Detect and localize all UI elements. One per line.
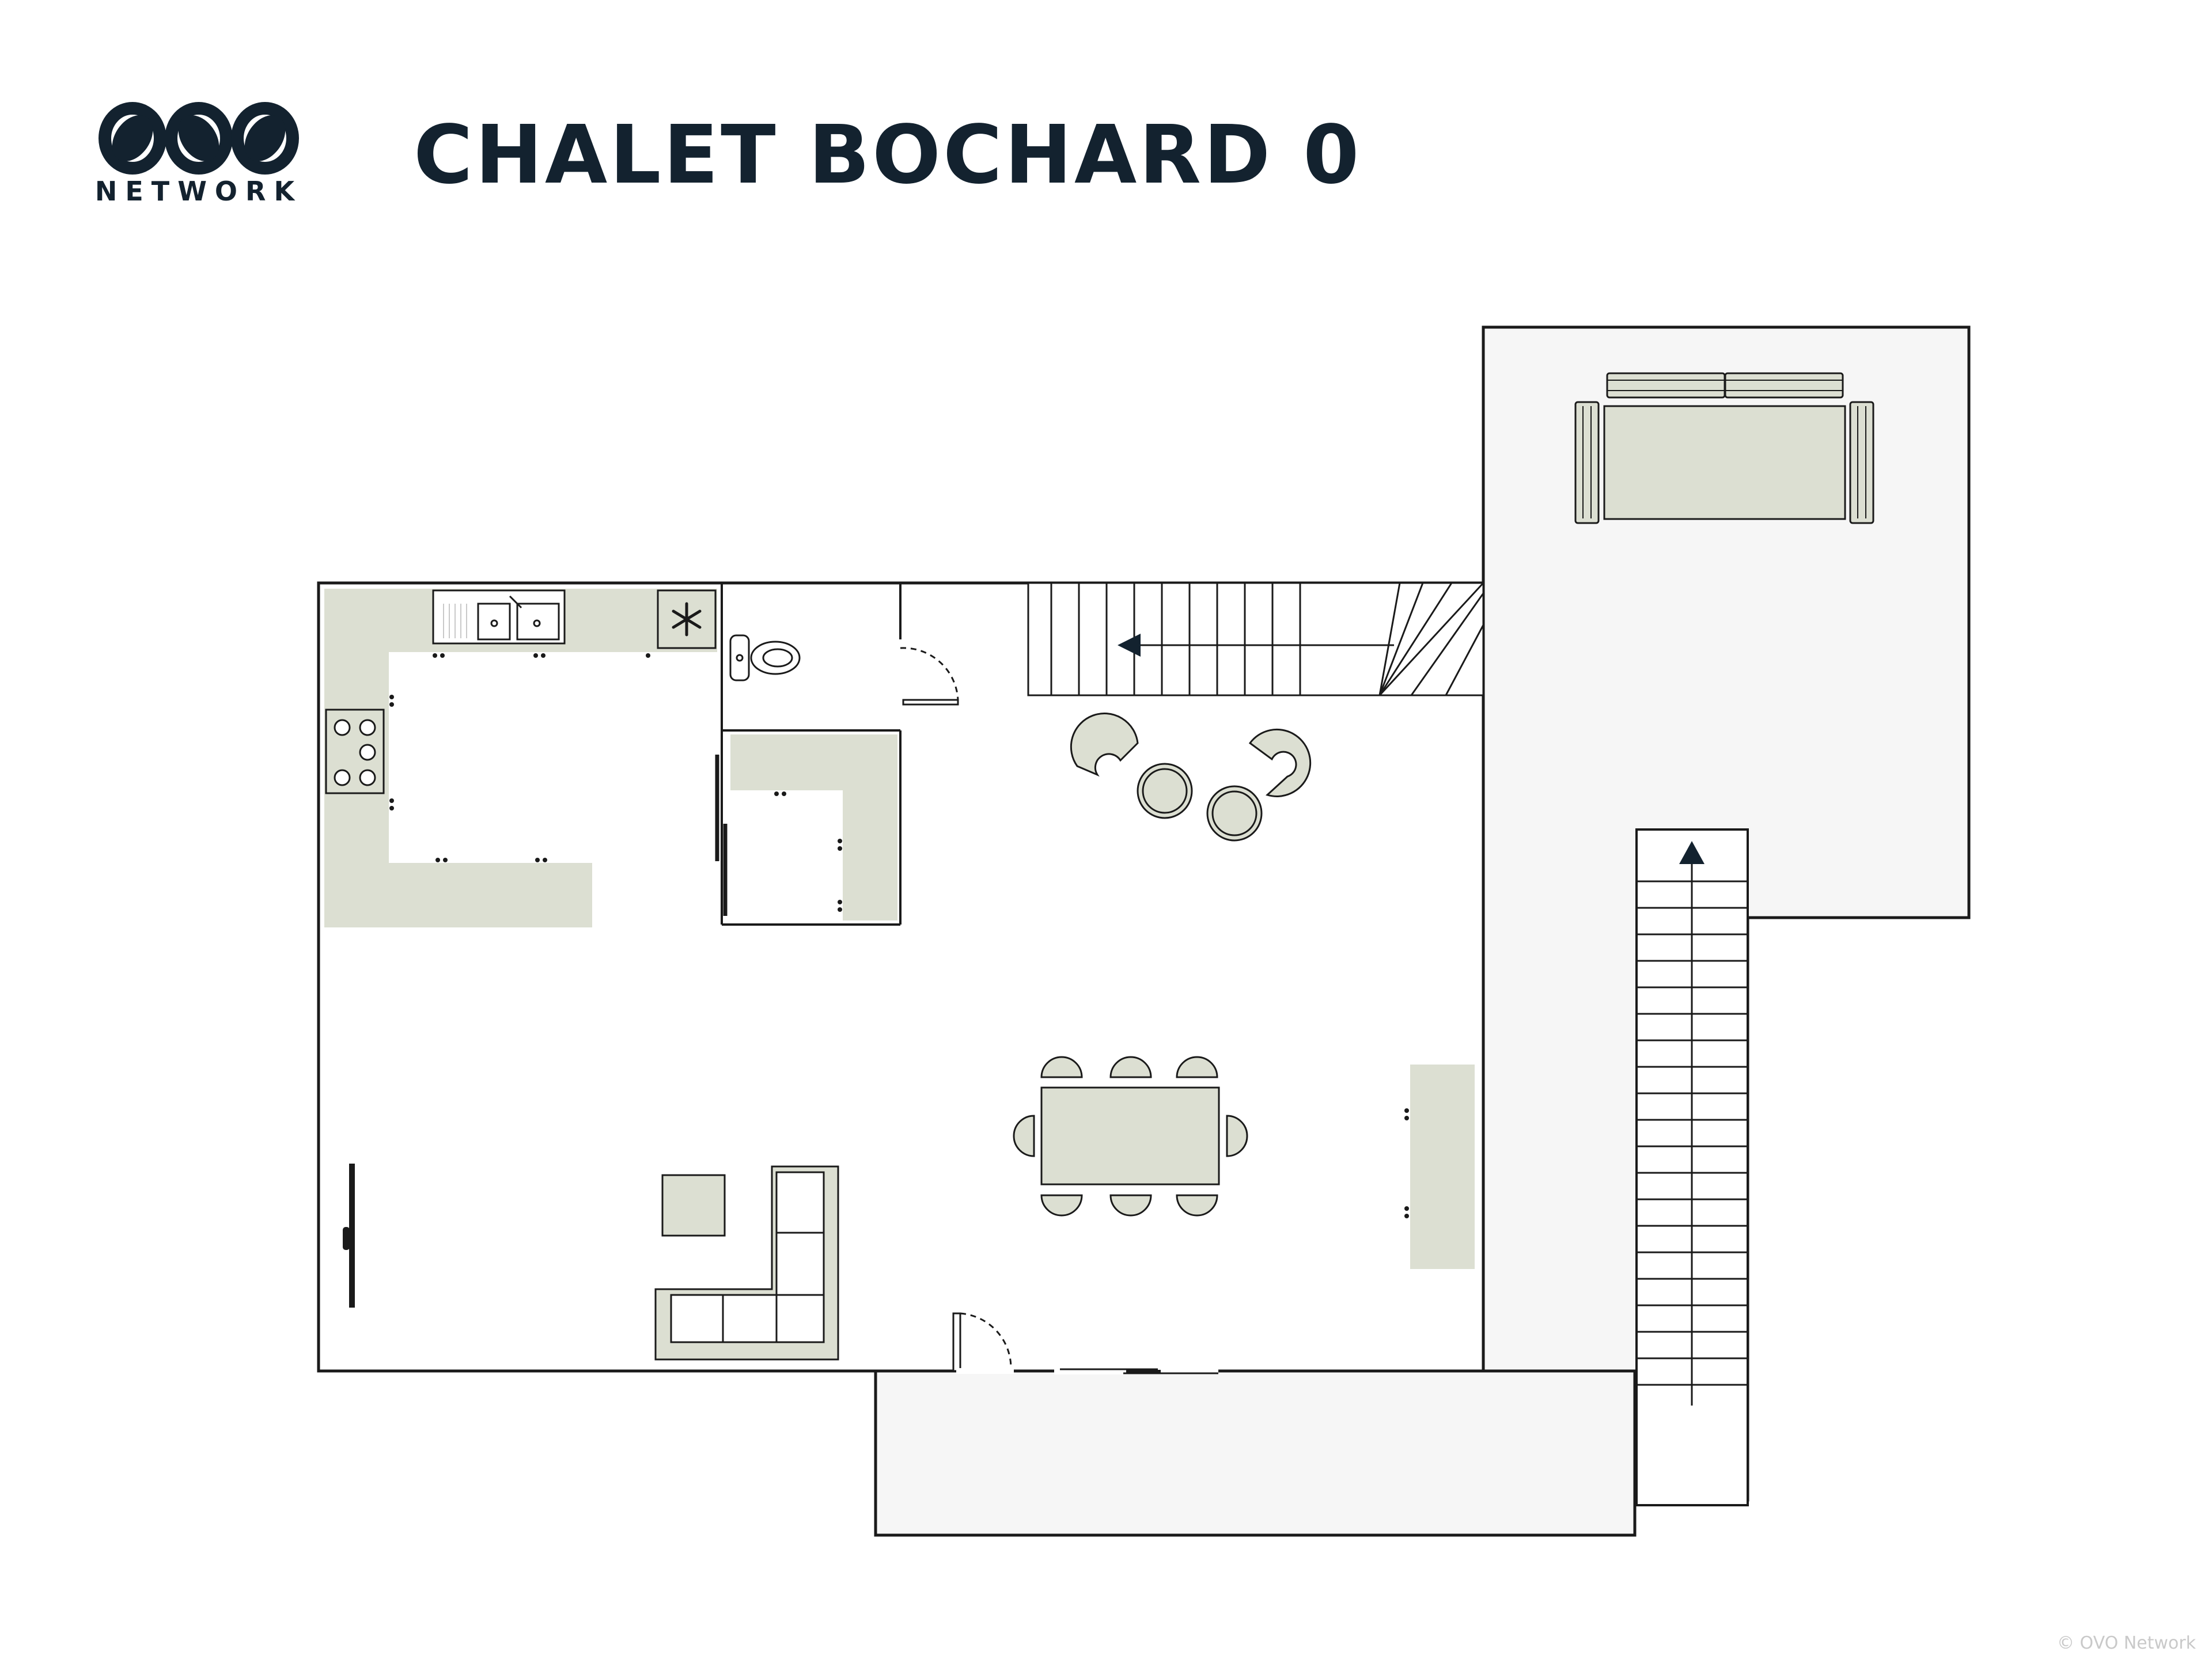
dining-chairs (1013, 1056, 1248, 1217)
copyright-text: © OVO Network (2056, 1633, 2196, 1653)
ovo-network-logo (92, 98, 305, 225)
side-table-left (1137, 763, 1193, 819)
wc-walls (721, 583, 902, 926)
kitchen-sink (432, 589, 566, 645)
logo-wordmark: NETWORK (94, 176, 303, 207)
page-title: CHALET BOCHARD 0 (414, 108, 1362, 202)
entrance-door[interactable] (952, 1312, 1014, 1374)
snowflake-icon (672, 602, 702, 637)
exterior-staircase (1635, 828, 1749, 1506)
terrace-bottom (874, 1369, 1637, 1537)
freezer (657, 589, 717, 649)
sideboard (1404, 1065, 1475, 1269)
terrace-sofa (1574, 372, 1874, 524)
ottoman (661, 1174, 726, 1237)
sectional-sofa (654, 1165, 839, 1361)
interior-floor (317, 581, 1485, 1373)
sliding-glass-door[interactable] (1054, 1368, 1218, 1374)
wardrobe (730, 734, 897, 921)
tv (343, 1164, 355, 1308)
cabinet-handles (389, 653, 650, 862)
cooktop (325, 709, 385, 794)
toilet (729, 634, 801, 681)
armchair-right (1248, 729, 1312, 797)
wc-door[interactable] (900, 647, 959, 706)
dining-table (1040, 1086, 1220, 1185)
staircase-upper (1027, 582, 1484, 696)
side-table-right (1206, 785, 1263, 842)
armchair-left (1070, 713, 1139, 777)
ovo-logo-mark (99, 102, 299, 175)
sliding-door-wc[interactable] (715, 755, 728, 916)
